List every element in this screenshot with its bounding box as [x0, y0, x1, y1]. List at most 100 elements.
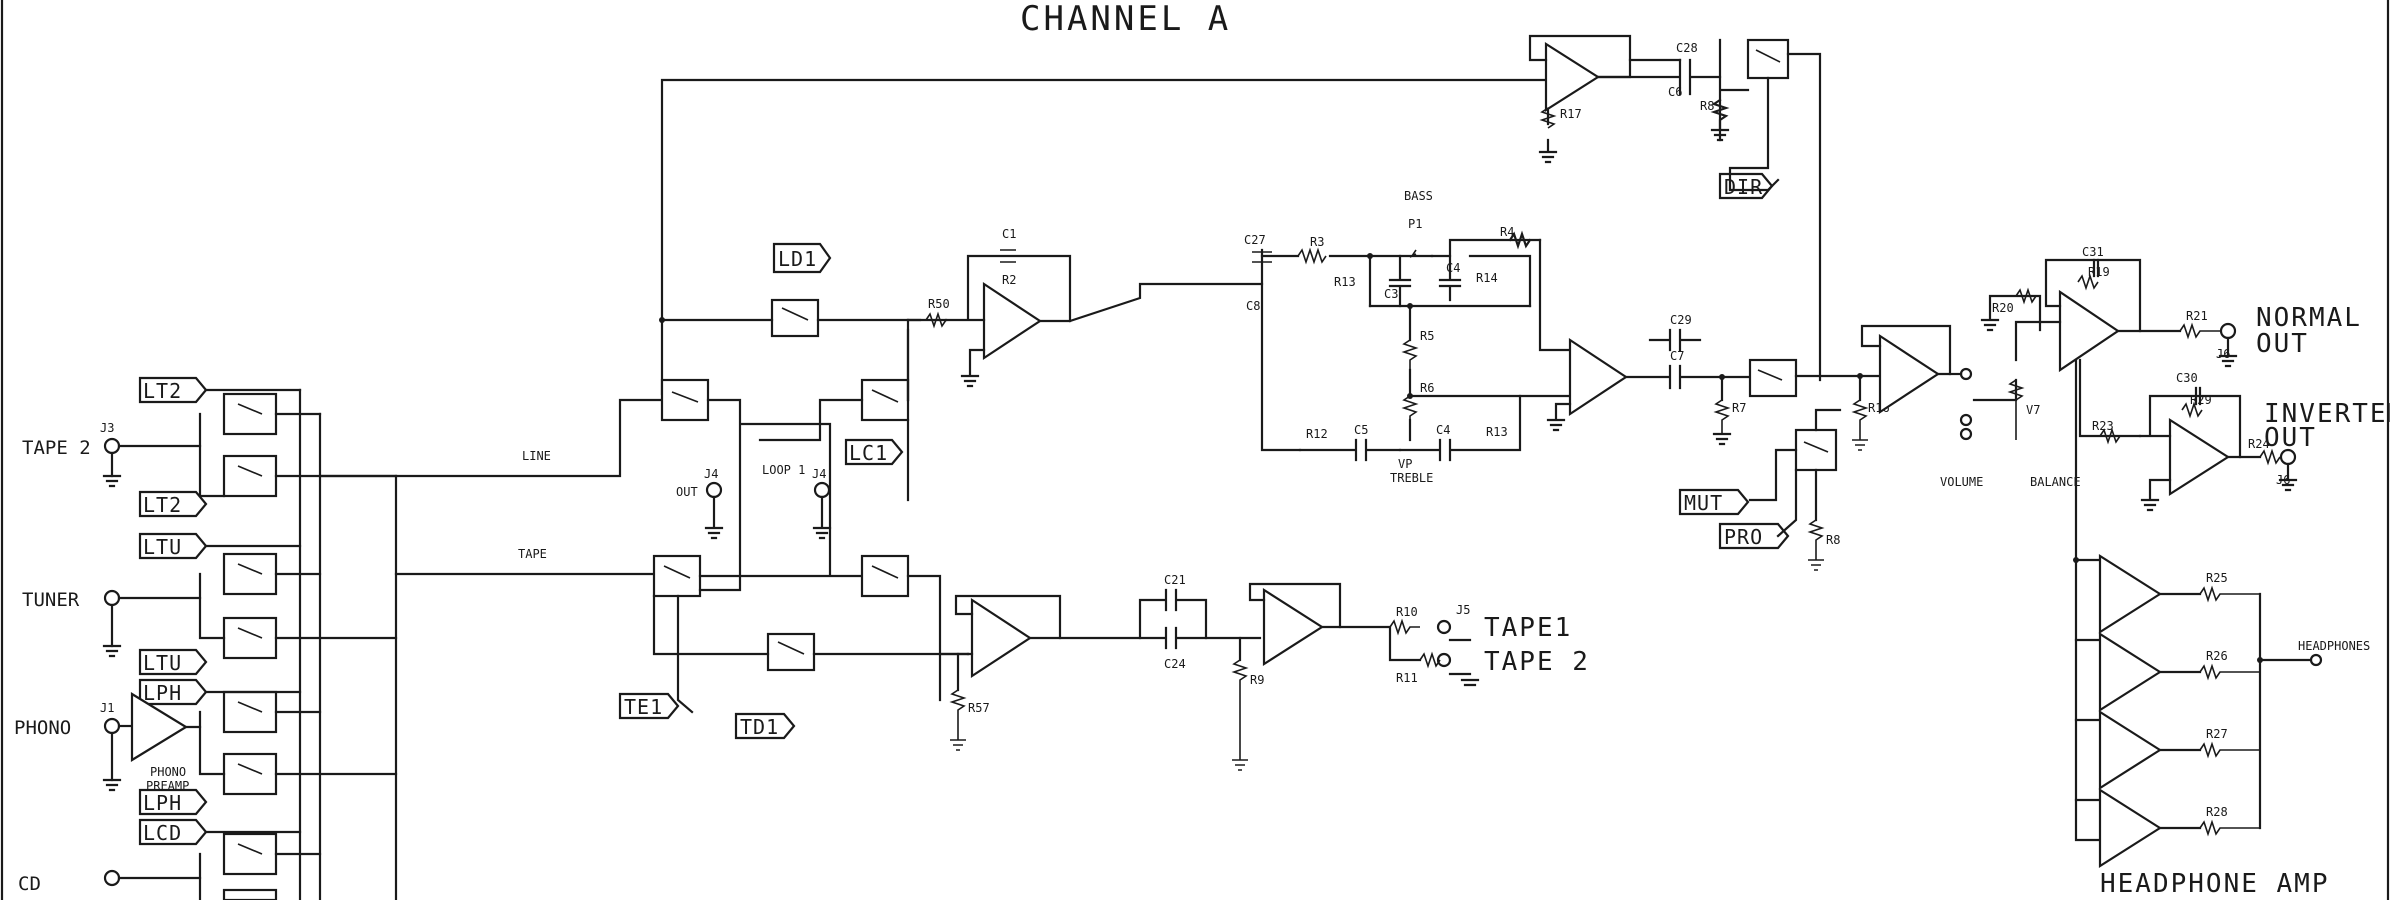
tag-td1[interactable]: TD1: [734, 712, 796, 740]
svg-text:J4: J4: [812, 467, 826, 481]
svg-text:C8: C8: [1246, 299, 1260, 313]
jack-j4-in[interactable]: [813, 481, 831, 499]
svg-text:LCD: LCD: [143, 821, 182, 845]
svg-text:LC1: LC1: [849, 441, 888, 465]
tag-ld1[interactable]: LD1: [772, 242, 832, 274]
svg-text:LTU: LTU: [143, 651, 182, 675]
opamp-out-normal: [2058, 289, 2120, 373]
relay-s5-out: [1748, 358, 1798, 398]
jack-j5-tape2[interactable]: [1436, 652, 1452, 668]
svg-text:VP: VP: [1398, 457, 1412, 471]
opamp-out-inverted: [2168, 417, 2231, 497]
svg-text:R50: R50: [928, 297, 950, 311]
relay-k1-lower: [222, 616, 278, 660]
label-cd-in: CD: [18, 873, 41, 895]
opamp-u3: [1568, 337, 1628, 417]
relay-k5-upper: [222, 392, 278, 436]
tape-out-section: R57 C21 C24 R9 R10 R11 J5 TAPE1 TAPE 2: [938, 573, 1588, 771]
opamp-hp-4: [2098, 788, 2163, 868]
relay-s8-right: [860, 554, 910, 598]
svg-text:R13: R13: [1334, 275, 1356, 289]
label-balance: BALANCE: [2030, 475, 2081, 489]
svg-text:LD1: LD1: [778, 247, 817, 271]
tag-lc1[interactable]: LC1: [844, 438, 904, 466]
relay-s9: [860, 378, 910, 422]
terminal-volume-in[interactable]: [1959, 367, 1973, 381]
gain-stage: R50 C1 R2: [906, 227, 1264, 388]
svg-text:C1: C1: [1002, 227, 1016, 241]
direct-section: C28 C6 R8 DIR R17: [1528, 34, 1822, 382]
tag-lt2-top[interactable]: LT2: [138, 376, 208, 404]
svg-text:PREAMP: PREAMP: [146, 779, 189, 793]
tag-dir[interactable]: DIR: [1718, 172, 1774, 200]
svg-text:J5: J5: [1456, 603, 1470, 617]
jack-j4-out[interactable]: [705, 481, 723, 499]
label-tape2-in: TAPE 2: [22, 437, 91, 459]
tag-pro[interactable]: PRO: [1718, 522, 1790, 550]
svg-text:R7: R7: [1732, 401, 1746, 415]
label-tuner-in: TUNER: [22, 589, 80, 611]
main-output-stage: R20 R19 C31 R21 J6 NORMAL OUT R23 R29 C3…: [1980, 245, 2390, 512]
label-phono-in: PHONO: [14, 717, 71, 739]
svg-text:R57: R57: [968, 701, 990, 715]
jack-j1[interactable]: [103, 717, 121, 735]
jack-j5-tape1[interactable]: [1436, 619, 1452, 635]
svg-text:J3: J3: [100, 421, 114, 435]
net-line: LINE: [522, 449, 551, 463]
jack-j3[interactable]: [103, 437, 121, 455]
svg-text:R20: R20: [1992, 301, 2014, 315]
jack-cd[interactable]: [103, 869, 121, 887]
net-tape: TAPE: [518, 547, 547, 561]
tag-mut[interactable]: MUT: [1678, 488, 1750, 516]
svg-text:C28: C28: [1676, 41, 1698, 55]
tag-lcd[interactable]: LCD: [138, 818, 208, 846]
svg-text:C30: C30: [2176, 371, 2198, 385]
svg-text:PRO: PRO: [1724, 525, 1763, 549]
relay-s3: [766, 632, 816, 672]
svg-text:C7: C7: [1670, 349, 1684, 363]
svg-text:R27: R27: [2206, 727, 2228, 741]
relay-s8-left: [652, 554, 702, 598]
svg-text:LT2: LT2: [143, 379, 182, 403]
relay-k3-upper: [222, 832, 278, 876]
relay-k2-upper: [222, 690, 278, 734]
tag-lph-bottom[interactable]: LPH: [138, 788, 208, 816]
svg-text:R2: R2: [1002, 273, 1016, 287]
svg-text:R14: R14: [1476, 271, 1498, 285]
terminal-headphones[interactable]: [2309, 653, 2323, 667]
svg-text:J4: J4: [704, 467, 718, 481]
label-volume: VOLUME: [1940, 475, 1983, 489]
label-tape1-out: TAPE1: [1484, 613, 1572, 643]
svg-text:TD1: TD1: [740, 715, 779, 739]
svg-text:R21: R21: [2186, 309, 2208, 323]
svg-text:DIR: DIR: [1724, 175, 1763, 199]
headphone-amp: R25 R26 R27 R28 HEADPHONES HEADPHONE AMP: [2074, 358, 2370, 899]
tag-ltu-top[interactable]: LTU: [138, 532, 208, 560]
jack-j6-normal[interactable]: [2219, 322, 2237, 340]
svg-text:OUT: OUT: [676, 485, 698, 499]
label-inverted-2: OUT: [2264, 423, 2317, 453]
svg-text:C29: C29: [1670, 313, 1692, 327]
input-section: LT2 LT2 LTU LTU LPH LPH LCD: [14, 376, 398, 900]
label-normal-1: NORMAL: [2256, 303, 2362, 333]
tag-ltu-bottom[interactable]: LTU: [138, 648, 208, 676]
relay-s4: [1746, 38, 1790, 80]
tag-lt2-bottom[interactable]: LT2: [138, 490, 208, 518]
terminal-volume-wiper[interactable]: [1959, 413, 1973, 427]
svg-text:R4: R4: [1500, 225, 1514, 239]
svg-text:C31: C31: [2082, 245, 2104, 259]
tag-te1[interactable]: TE1: [618, 692, 680, 720]
terminal-volume-gnd[interactable]: [1959, 427, 1973, 441]
output-section: C7 C29 R7 R8 MUT PRO R16: [1624, 313, 2081, 571]
svg-text:R23: R23: [2092, 419, 2114, 433]
svg-text:R3: R3: [1310, 235, 1324, 249]
svg-text:R25: R25: [2206, 571, 2228, 585]
tag-lph-top[interactable]: LPH: [138, 678, 208, 706]
opamp-hp-1: [2098, 554, 2163, 634]
jack-j2[interactable]: [103, 589, 121, 607]
opamp-u1-buffer: [1878, 333, 1941, 415]
opamp-tape-u12: [1262, 587, 1325, 667]
svg-text:C6: C6: [1668, 85, 1682, 99]
svg-text:R11: R11: [1396, 671, 1418, 685]
